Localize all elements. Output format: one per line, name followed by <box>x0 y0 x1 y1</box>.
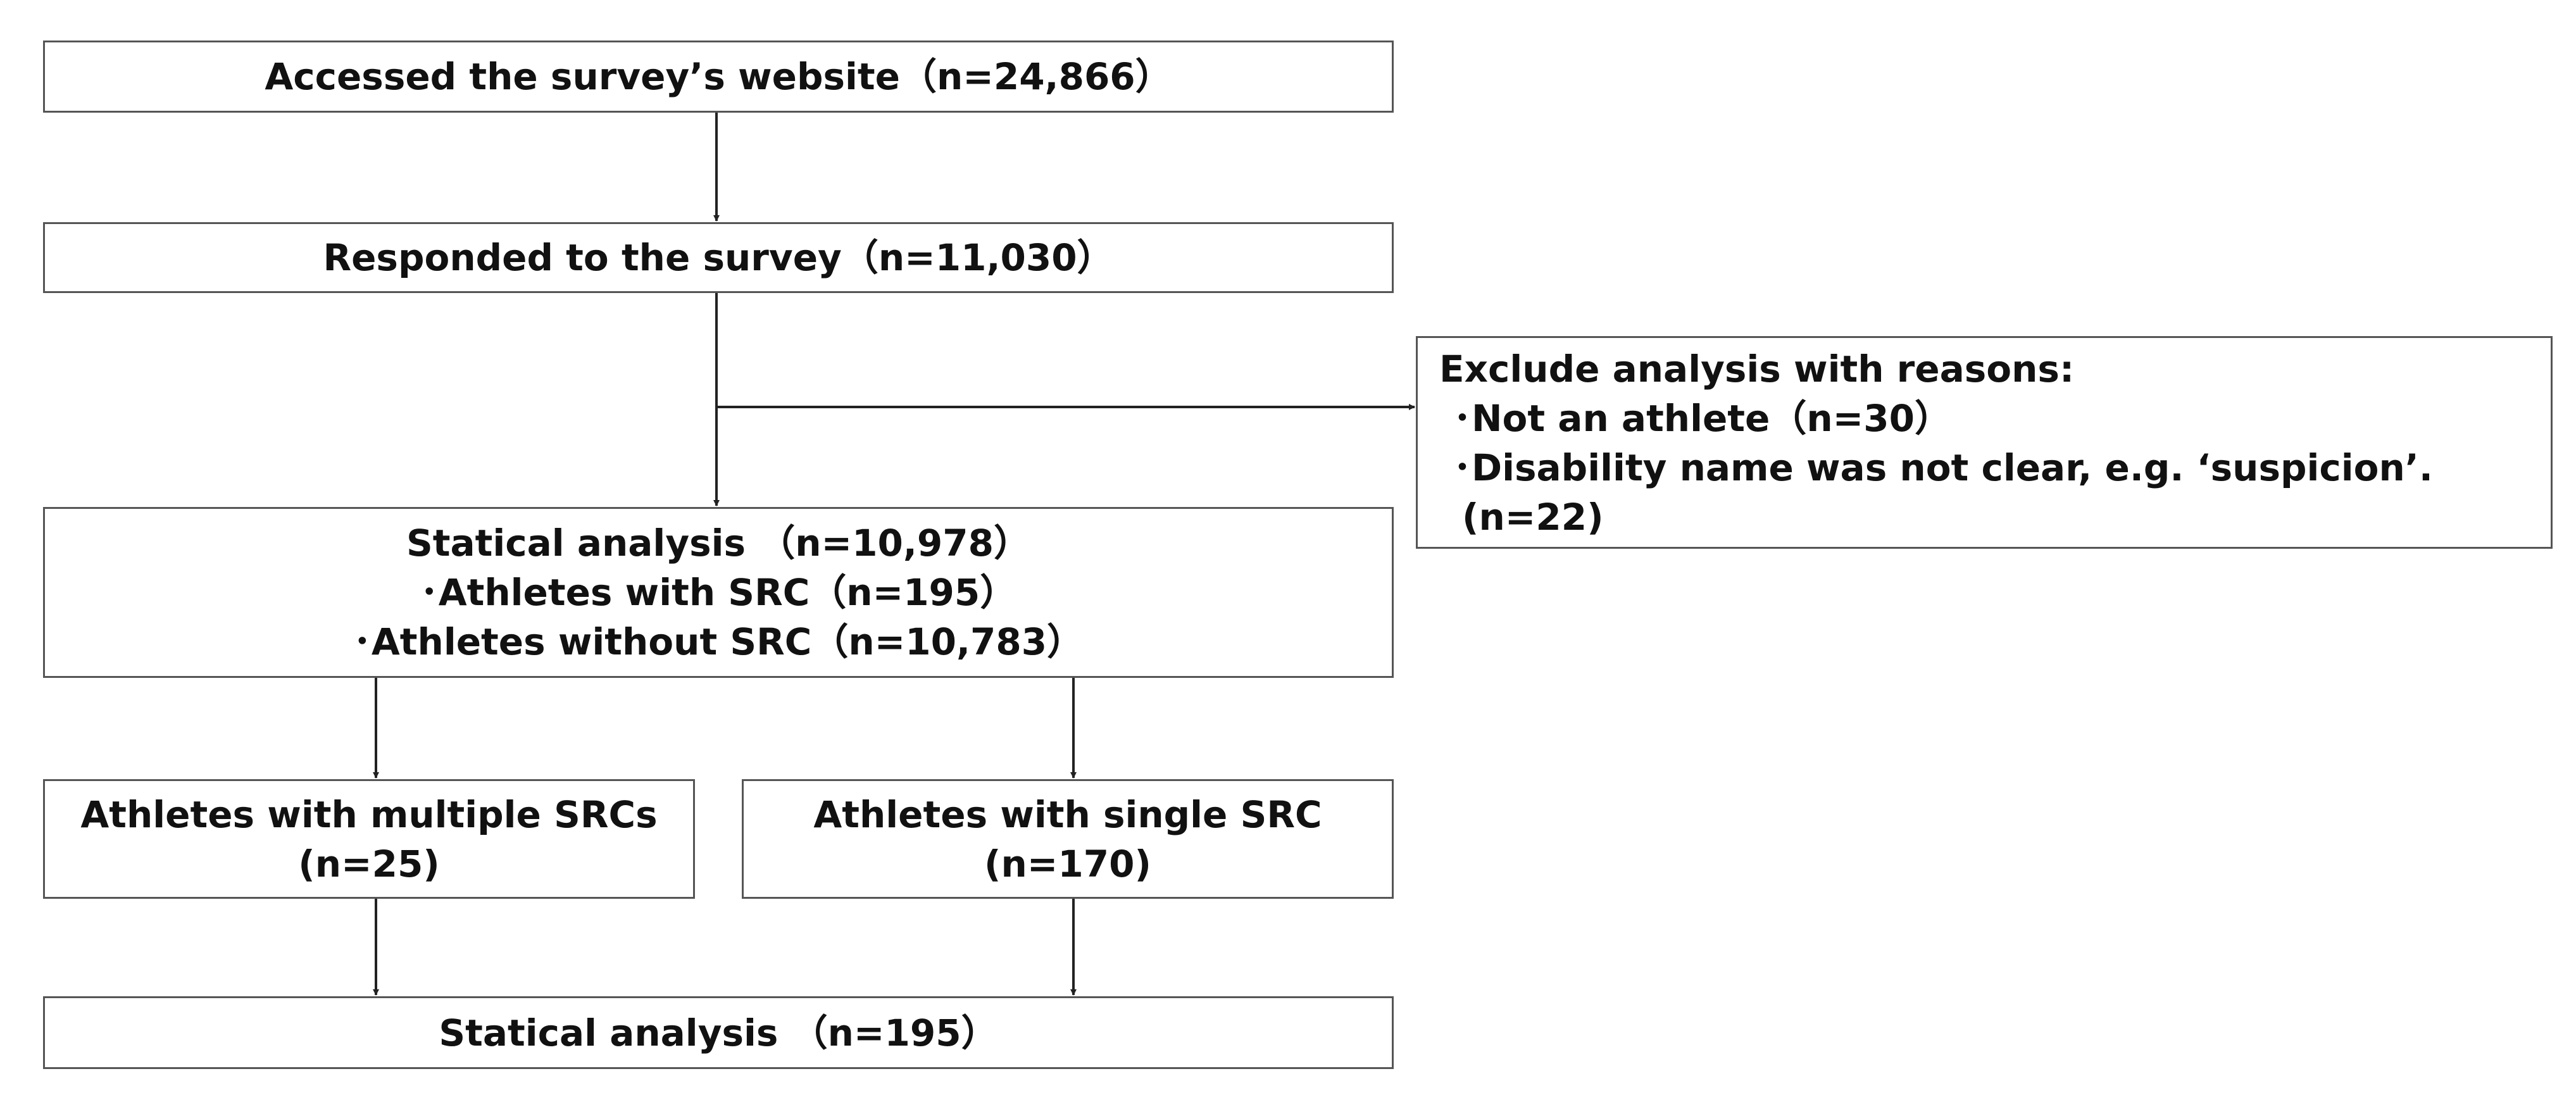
box-statistical-analysis: Statical analysis （n=10,978） ･Athletes w… <box>43 507 1394 678</box>
accessed-text: Accessed the survey’s website（n=24,866） <box>265 55 1172 98</box>
box-final-analysis: Statical analysis （n=195） <box>43 996 1394 1069</box>
box-responded-survey: Responded to the survey（n=11,030） <box>43 222 1394 293</box>
exclude-item-not-athlete: ･Not an athlete（n=30） <box>1453 397 1951 440</box>
final-text: Statical analysis （n=195） <box>439 1011 998 1054</box>
multiple-line2: (n=25) <box>298 842 440 885</box>
box-single-src: Athletes with single SRC (n=170) <box>742 779 1394 899</box>
exclude-item-disability: ･Disability name was not clear, e.g. ‘su… <box>1453 446 2433 489</box>
box-accessed-website: Accessed the survey’s website（n=24,866） <box>43 41 1394 113</box>
box-multiple-srcs: Athletes with multiple SRCs (n=25) <box>43 779 695 899</box>
analysis-without-src: ･Athletes without SRC（n=10,783） <box>353 620 1084 663</box>
responded-text: Responded to the survey（n=11,030） <box>323 236 1114 279</box>
box-exclusions: Exclude analysis with reasons: ･Not an a… <box>1416 336 2553 549</box>
exclude-title: Exclude analysis with reasons: <box>1439 347 2075 391</box>
multiple-line1: Athletes with multiple SRCs <box>80 792 658 836</box>
single-line1: Athletes with single SRC <box>813 792 1322 836</box>
single-line2: (n=170) <box>984 842 1151 885</box>
analysis-title: Statical analysis （n=10,978） <box>406 522 1030 565</box>
analysis-with-src: ･Athletes with SRC（n=195） <box>420 571 1017 614</box>
exclude-item-disability-count: (n=22) <box>1462 496 1604 539</box>
